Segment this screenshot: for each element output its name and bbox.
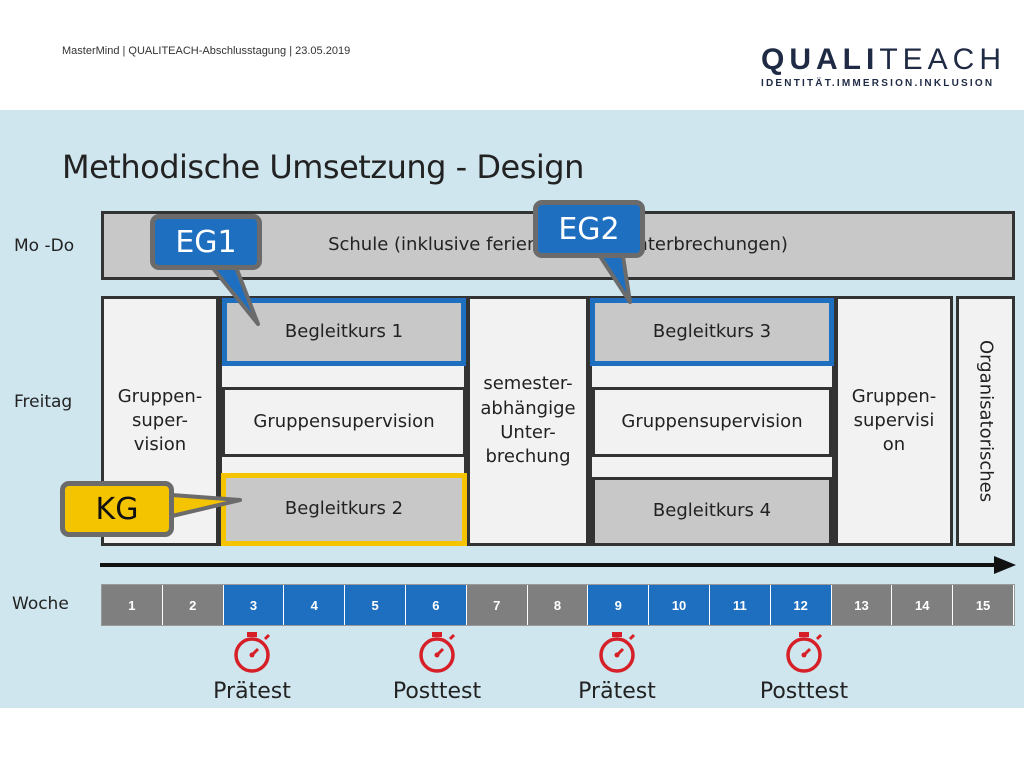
organisatorisches-block: Organisatorisches bbox=[956, 296, 1015, 546]
test-label: Prätest bbox=[578, 679, 656, 704]
row-label-freitag: Freitag bbox=[14, 392, 73, 412]
week-cell: 3 bbox=[223, 585, 285, 625]
stopwatch-icon bbox=[234, 632, 271, 673]
row-label-mo-do: Mo -Do bbox=[14, 236, 75, 256]
begleitkurs-2: Begleitkurs 2 bbox=[221, 473, 467, 546]
gruppensupervision-2: Gruppensupervision bbox=[592, 387, 832, 457]
begleitkurs-3: Begleitkurs 3 bbox=[590, 298, 834, 366]
test-label: Prätest bbox=[213, 679, 291, 704]
kg-pointer bbox=[170, 493, 242, 518]
week-cell: 15 bbox=[953, 585, 1014, 625]
header-text: MasterMind | QUALITEACH-Abschlusstagung … bbox=[62, 45, 351, 57]
week-cell: 14 bbox=[892, 585, 954, 625]
callout-kg: KG bbox=[60, 481, 174, 537]
begleitkurs-1: Begleitkurs 1 bbox=[222, 298, 466, 366]
week-cell: 6 bbox=[405, 585, 467, 625]
week-cell: 8 bbox=[527, 585, 589, 625]
callout-eg1: EG1 bbox=[150, 214, 262, 270]
stopwatch-icon bbox=[599, 632, 636, 673]
test-label: Posttest bbox=[392, 679, 482, 704]
week-cell: 12 bbox=[770, 585, 832, 625]
week-cell: 10 bbox=[649, 585, 710, 625]
week-cell: 2 bbox=[162, 585, 224, 625]
week-cell: 1 bbox=[102, 585, 163, 625]
week-cell: 7 bbox=[466, 585, 528, 625]
schule-label: Schule (inklusive ferien- unterbrechunge… bbox=[328, 234, 788, 256]
slide-title: Methodische Umsetzung - Design bbox=[62, 148, 584, 186]
week-cell: 13 bbox=[831, 585, 893, 625]
qualiteach-logo: QUALITEACH IDENTITÄT.IMMERSION.INKLUSION bbox=[761, 43, 1007, 90]
stopwatch-icon bbox=[786, 632, 823, 673]
callout-eg2: EG2 bbox=[533, 200, 645, 258]
week-cell: 9 bbox=[588, 585, 650, 625]
gruppensupervision-1: Gruppensupervision bbox=[222, 387, 466, 457]
week-cell: 4 bbox=[284, 585, 346, 625]
begleitkurs-4: Begleitkurs 4 bbox=[592, 477, 832, 546]
timeline-arrow bbox=[100, 556, 1016, 574]
row-label-woche: Woche bbox=[12, 594, 69, 614]
test-label: Posttest bbox=[759, 679, 849, 704]
stopwatch-icon bbox=[419, 632, 456, 673]
week-cell: 5 bbox=[345, 585, 406, 625]
week-cell: 11 bbox=[709, 585, 771, 625]
eg1-pointer bbox=[206, 260, 260, 326]
